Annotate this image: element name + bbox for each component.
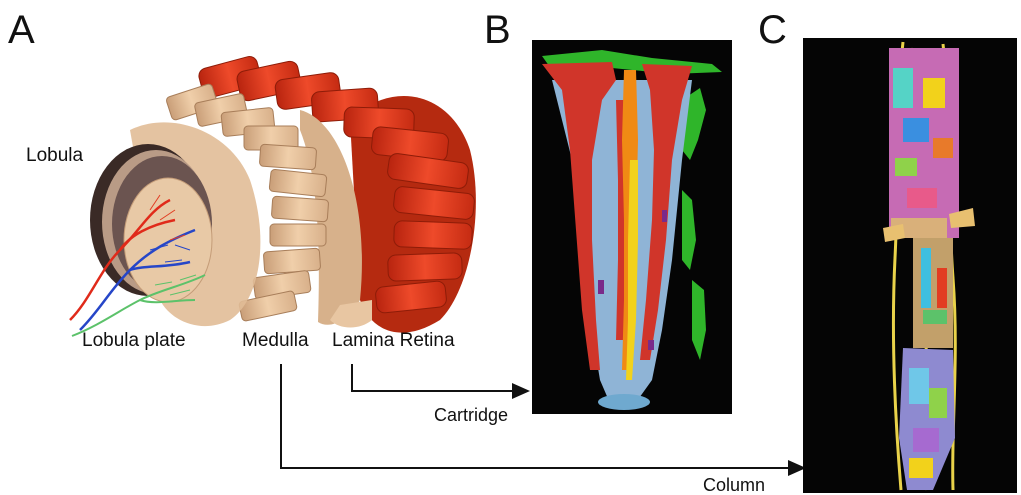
cartridge-arrow-line [352,364,516,391]
cartridge-arrowhead [512,383,530,399]
cartridge-reconstruction-image [532,40,732,414]
label-cartridge: Cartridge [434,405,508,425]
column-reconstruction-image [803,38,1017,493]
label-column: Column [703,475,765,495]
